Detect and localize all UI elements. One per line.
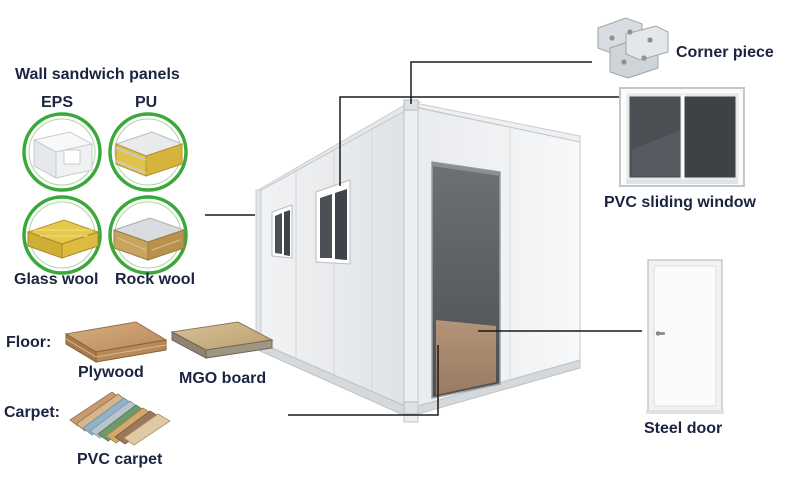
corner-piece-label: Corner piece [676,44,774,61]
plywood-label: Plywood [78,364,144,381]
eps-panel-icon [22,112,102,192]
steel-door-label: Steel door [644,420,723,437]
pvc-carpet-icon [69,391,171,446]
pvc-sliding-window-label: PVC sliding window [604,194,756,211]
steel-door-icon [646,259,724,414]
mgo-board-icon [170,321,274,359]
pu-panel-icon [108,112,188,192]
container-house [255,99,581,423]
wall-panels-heading: Wall sandwich panels [15,66,180,83]
leader-corner-piece [410,61,592,104]
plywood-board-icon [64,321,168,363]
carpet-label: Carpet: [4,404,61,421]
pu-label: PU [135,94,158,111]
leader-floor [288,345,439,416]
leader-window [339,96,622,186]
pvc-carpet-label: PVC carpet [77,451,163,468]
rock-wool-label: Rock wool [115,271,196,288]
glass-wool-panel-icon [22,195,102,275]
glass-wool-label: Glass wool [14,271,99,288]
corner-piece-icon [597,17,669,79]
pvc-sliding-window-icon [619,87,745,187]
side-window-rear [271,204,293,259]
leader-lines [205,61,642,416]
eps-label: EPS [41,94,74,111]
side-window-front [315,179,351,265]
rock-wool-panel-icon [108,195,188,275]
floor-label: Floor: [6,334,52,351]
mgo-board-label: MGO board [179,370,267,387]
